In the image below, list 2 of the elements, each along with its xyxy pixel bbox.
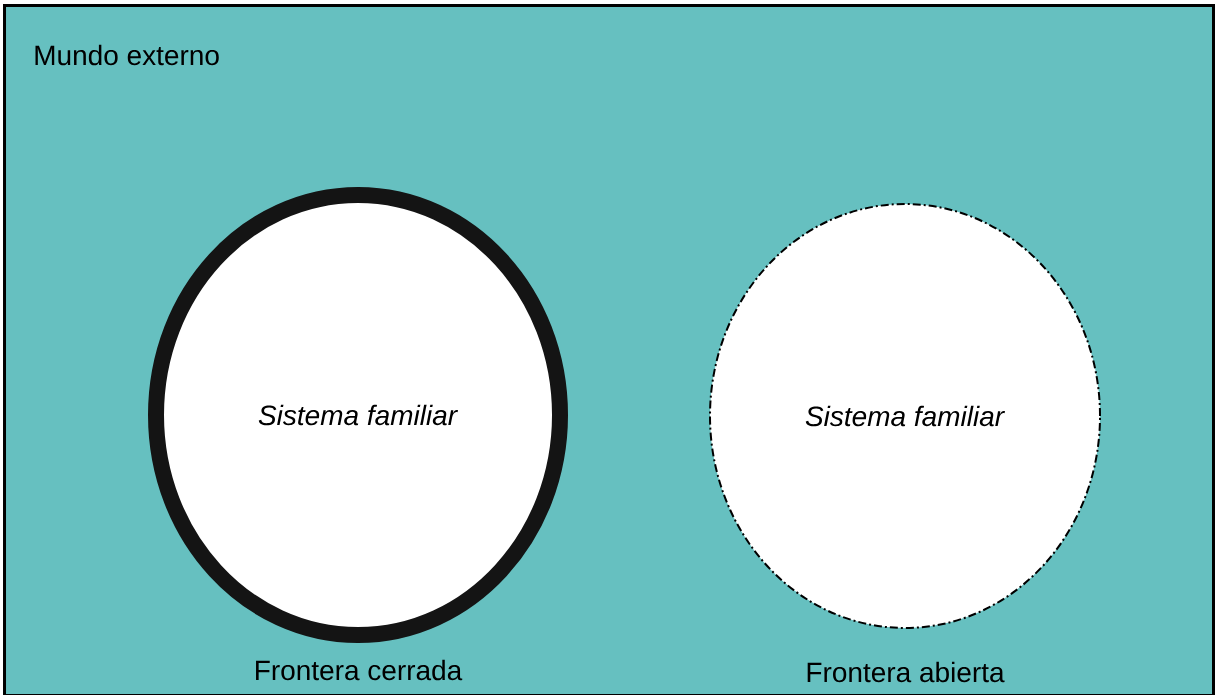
node-label: Frontera abierta bbox=[807, 661, 1005, 683]
node-label: Frontera cerrada bbox=[256, 659, 463, 681]
